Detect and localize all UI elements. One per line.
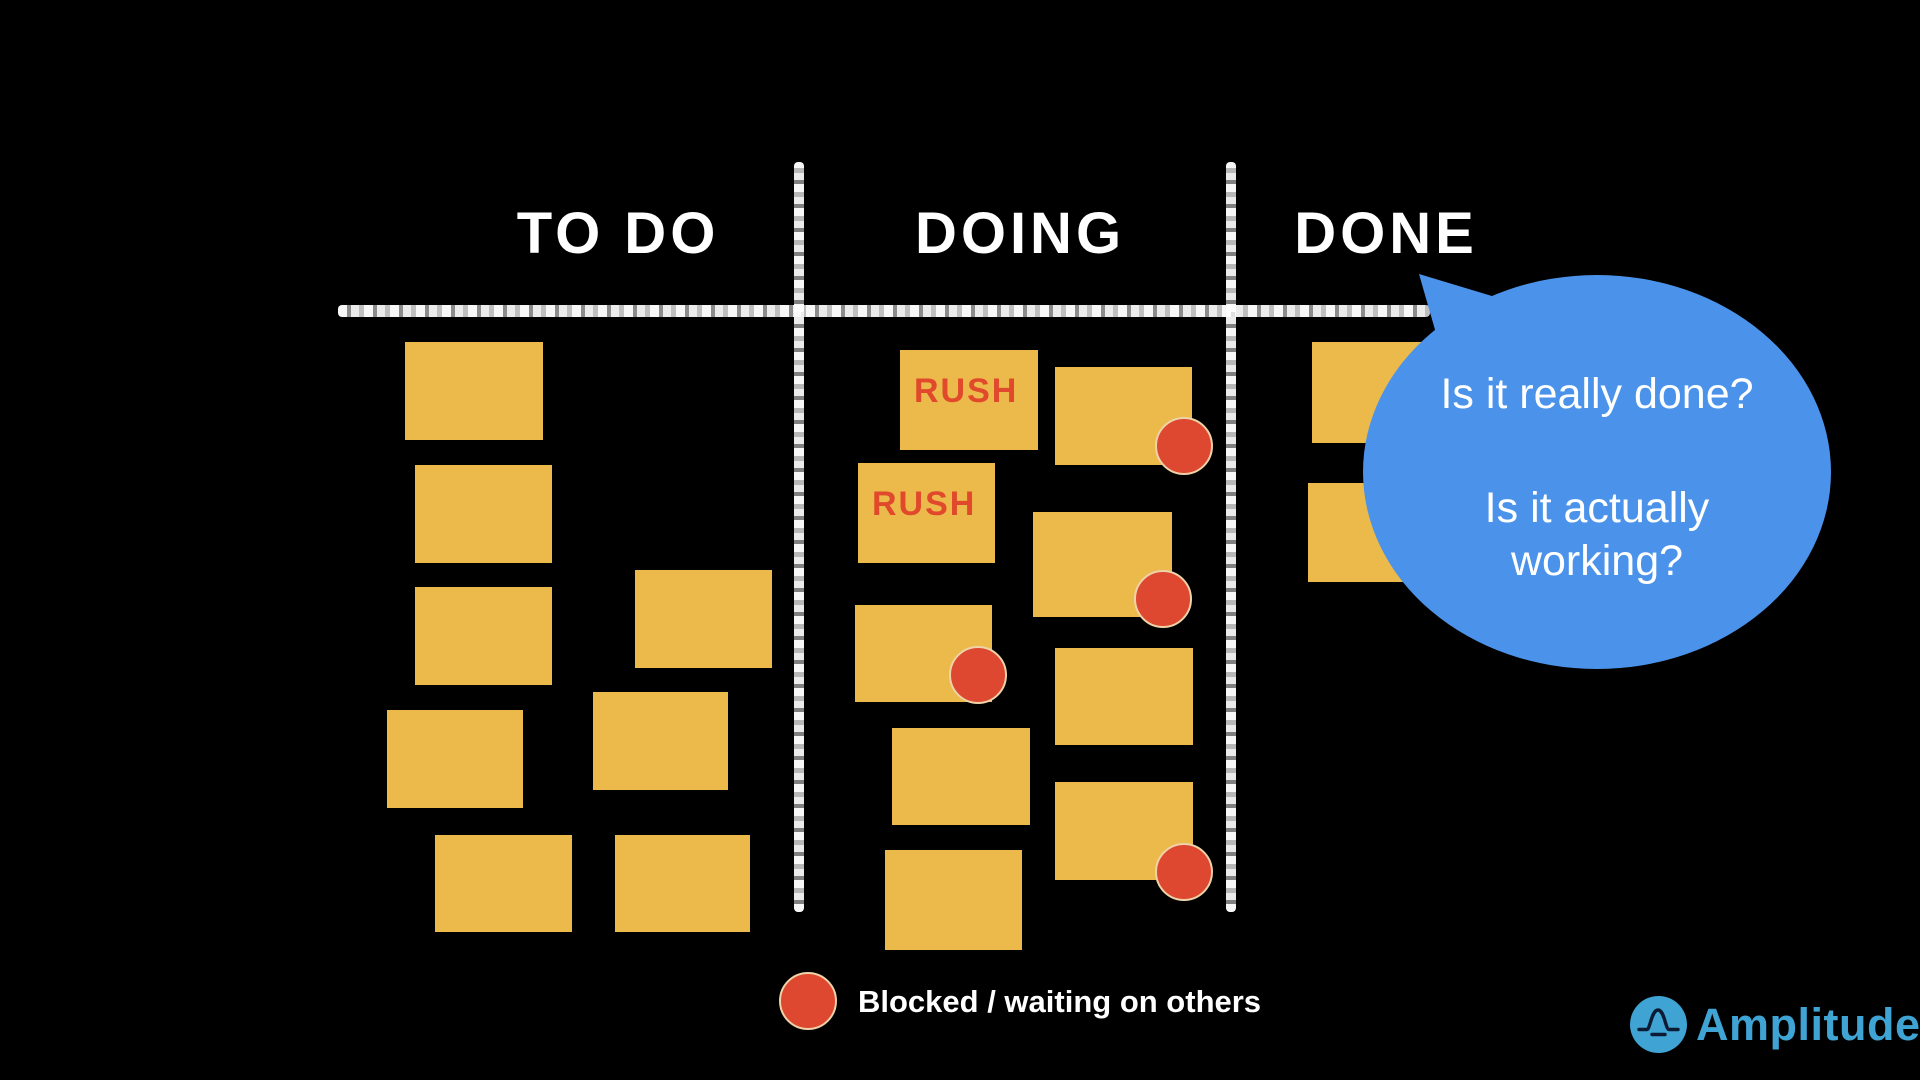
sticky-note-doing[interactable] <box>892 728 1030 825</box>
sticky-note-doing[interactable]: RUSH <box>900 350 1038 450</box>
sticky-note-doing[interactable] <box>1055 648 1193 745</box>
rush-label: RUSH <box>914 372 1019 410</box>
amplitude-icon <box>1630 996 1687 1053</box>
blocked-dot-icon[interactable] <box>1155 417 1213 475</box>
chalk-divider-todo-doing <box>794 162 804 912</box>
sticky-note-todo[interactable] <box>405 342 543 440</box>
rush-label: RUSH <box>872 485 977 523</box>
chalk-divider-doing-done <box>1226 162 1236 912</box>
speech-bubble-text: Is it really done? Is it actually workin… <box>1397 366 1797 588</box>
sticky-note-todo[interactable] <box>635 570 772 668</box>
sticky-note-todo[interactable] <box>415 587 552 685</box>
blocked-dot-icon[interactable] <box>1155 843 1213 901</box>
sticky-note-todo[interactable] <box>435 835 572 932</box>
sticky-note-todo[interactable] <box>593 692 728 790</box>
amplitude-logo: Amplitude <box>1630 996 1920 1053</box>
blocked-dot-icon <box>779 972 837 1030</box>
sticky-note-todo[interactable] <box>615 835 750 932</box>
sticky-note-doing[interactable] <box>885 850 1022 950</box>
chalk-horizontal-line <box>338 305 1430 317</box>
bubble-line-1: Is it really done? <box>1440 370 1754 418</box>
legend-label: Blocked / waiting on others <box>858 984 1262 1019</box>
bubble-line-2: Is it actually <box>1484 484 1710 532</box>
sticky-note-todo[interactable] <box>387 710 523 808</box>
amplitude-wordmark: Amplitude <box>1696 998 1920 1050</box>
bubble-line-spacer <box>1397 422 1797 482</box>
speech-bubble <box>1363 274 1831 669</box>
blocked-dot-icon[interactable] <box>949 646 1007 704</box>
bubble-line-3: working? <box>1510 537 1684 585</box>
blocked-dot-icon[interactable] <box>1134 570 1192 628</box>
sticky-note-doing[interactable]: RUSH <box>858 463 995 563</box>
sticky-note-todo[interactable] <box>415 465 552 563</box>
column-header-todo: TO DO <box>516 201 720 266</box>
column-header-doing: DOING <box>914 201 1126 266</box>
column-header-done: DONE <box>1294 201 1478 266</box>
